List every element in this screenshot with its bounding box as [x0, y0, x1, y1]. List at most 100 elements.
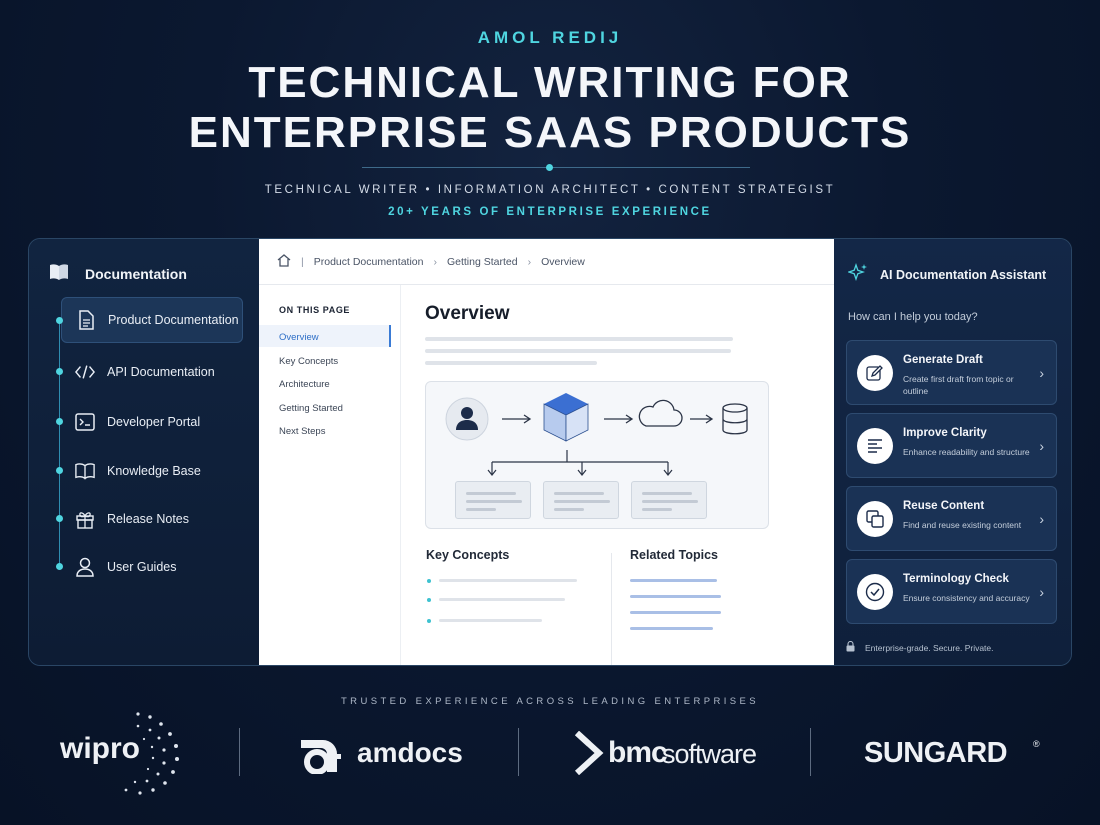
pen-icon	[857, 355, 893, 391]
toc-active-highlight	[259, 325, 391, 347]
amdocs-logo: amdocs	[297, 732, 467, 776]
sidebar-item-label: User Guides	[107, 560, 177, 574]
sidebar-rail	[59, 321, 60, 569]
terminal-icon	[75, 412, 95, 432]
related-topic-link[interactable]	[630, 579, 717, 582]
related-topic-link[interactable]	[630, 627, 713, 630]
toc-item-overview[interactable]: Overview	[279, 332, 319, 343]
terminology-check-button[interactable]: Terminology Check Ensure consistency and…	[846, 559, 1057, 624]
sidebar-item-label: Developer Portal	[107, 415, 201, 429]
nav-dot	[56, 467, 63, 474]
breadcrumb-item[interactable]: Product Documentation	[313, 255, 424, 268]
assistant-footer-label: Enterprise-grade. Secure. Private.	[865, 642, 994, 653]
bmc-wordmark: bmc	[608, 736, 668, 769]
check-circle-icon	[857, 574, 893, 610]
registered-mark-icon: ®	[1033, 739, 1040, 749]
chevron-right-icon: ›	[1039, 365, 1044, 381]
roles-line: TECHNICAL WRITER • INFORMATION ARCHITECT…	[264, 184, 836, 196]
divider-dot	[546, 164, 553, 171]
amdocs-symbol	[301, 740, 341, 774]
years-line: 20+ YEARS OF ENTERPRISE EXPERIENCE	[388, 206, 712, 218]
related-topics-heading: Related Topics	[630, 548, 718, 562]
toc-item-getting-started[interactable]: Getting Started	[279, 403, 343, 414]
generate-draft-button[interactable]: Generate Draft Create first draft from t…	[846, 340, 1057, 405]
book-icon	[49, 263, 69, 284]
title-divider	[362, 164, 750, 171]
nav-dot	[56, 563, 63, 570]
improve-clarity-button[interactable]: Improve Clarity Enhance readability and …	[846, 413, 1057, 478]
text-placeholder-line	[425, 349, 731, 353]
author-name: AMOL REDIJ	[477, 28, 623, 47]
logo-divider	[810, 728, 811, 776]
nav-dot	[56, 368, 63, 375]
user-icon	[75, 557, 95, 577]
breadcrumb-item-current: Overview	[541, 255, 585, 268]
placeholder-bar	[642, 500, 698, 503]
sungard-wordmark: SUNGARD	[864, 737, 1008, 769]
related-topic-link[interactable]	[630, 595, 721, 598]
amdocs-wordmark: amdocs	[357, 737, 463, 768]
card-description: Find and reuse existing content	[903, 520, 1022, 530]
card-title: Improve Clarity	[903, 427, 987, 439]
toc-panel: ON THIS PAGE Overview Key Concepts Archi…	[259, 285, 401, 665]
diagram-module-box	[455, 481, 531, 519]
app-window: Documentation Product Documentation API …	[28, 238, 1072, 666]
reuse-content-button[interactable]: Reuse Content Find and reuse existing co…	[846, 486, 1057, 551]
bullet-dot	[427, 598, 431, 602]
bmc-software-logo: bmc software	[574, 731, 764, 777]
placeholder-bar	[466, 508, 496, 511]
ai-assistant-panel: AI Documentation Assistant How can I hel…	[834, 239, 1071, 665]
title-line-1: TECHNICAL WRITING FOR	[248, 58, 852, 107]
architecture-diagram	[425, 381, 769, 529]
document-icon	[76, 310, 96, 330]
gift-icon	[75, 509, 95, 529]
sidebar-item-label: Product Documentation	[108, 313, 239, 327]
sidebar-title-label: Documentation	[85, 265, 187, 282]
placeholder-bar	[466, 500, 522, 503]
wipro-logo: wipro	[58, 706, 186, 798]
sidebar-item-release-notes[interactable]: Release Notes	[56, 496, 243, 542]
sidebar: Documentation Product Documentation API …	[29, 239, 259, 665]
bullet-dot	[427, 579, 431, 583]
placeholder-bar	[466, 492, 516, 495]
breadcrumb-item[interactable]: Getting Started	[446, 255, 518, 268]
sidebar-item-user-guides[interactable]: User Guides	[56, 544, 243, 590]
toc-item-architecture[interactable]: Architecture	[279, 379, 330, 390]
key-concepts-heading: Key Concepts	[426, 548, 510, 562]
related-topic-link[interactable]	[630, 611, 721, 614]
sparkle-icon	[847, 263, 868, 286]
main-article: Overview	[401, 285, 834, 665]
nav-dot	[56, 418, 63, 425]
chevron-right-icon: ›	[1039, 584, 1044, 600]
text-placeholder-line	[439, 619, 542, 622]
sidebar-item-api-documentation[interactable]: API Documentation	[56, 349, 243, 395]
trusted-heading: TRUSTED EXPERIENCE ACROSS LEADING ENTERP…	[340, 696, 759, 707]
text-placeholder-line	[425, 361, 597, 365]
toc-item-next-steps[interactable]: Next Steps	[279, 426, 326, 437]
placeholder-bar	[642, 492, 692, 495]
bmc-chevron-symbol	[574, 731, 604, 775]
diagram-module-box	[543, 481, 619, 519]
placeholder-bar	[642, 508, 672, 511]
card-title: Reuse Content	[903, 500, 985, 512]
home-icon[interactable]	[277, 253, 291, 270]
sungard-logo: SUNGARD ®	[864, 737, 1044, 773]
nav-dot	[56, 515, 63, 522]
lock-icon	[846, 640, 855, 654]
text-align-icon	[857, 428, 893, 464]
article-title: Overview	[425, 303, 510, 324]
sidebar-item-developer-portal[interactable]: Developer Portal	[56, 399, 243, 445]
sidebar-item-product-documentation[interactable]: Product Documentation	[56, 297, 243, 343]
toc-item-key-concepts[interactable]: Key Concepts	[279, 356, 339, 367]
sidebar-item-label: Knowledge Base	[107, 464, 201, 478]
text-placeholder-line	[439, 579, 577, 582]
text-placeholder-line	[425, 337, 733, 341]
placeholder-bar	[554, 500, 610, 503]
assistant-title: AI Documentation Assistant	[847, 263, 1046, 286]
chevron-right-icon: ›	[1039, 438, 1044, 454]
placeholder-bar	[554, 508, 584, 511]
code-icon	[75, 362, 95, 382]
nav-dot	[56, 317, 63, 324]
sidebar-item-label: API Documentation	[107, 365, 215, 379]
sidebar-item-knowledge-base[interactable]: Knowledge Base	[56, 448, 243, 494]
